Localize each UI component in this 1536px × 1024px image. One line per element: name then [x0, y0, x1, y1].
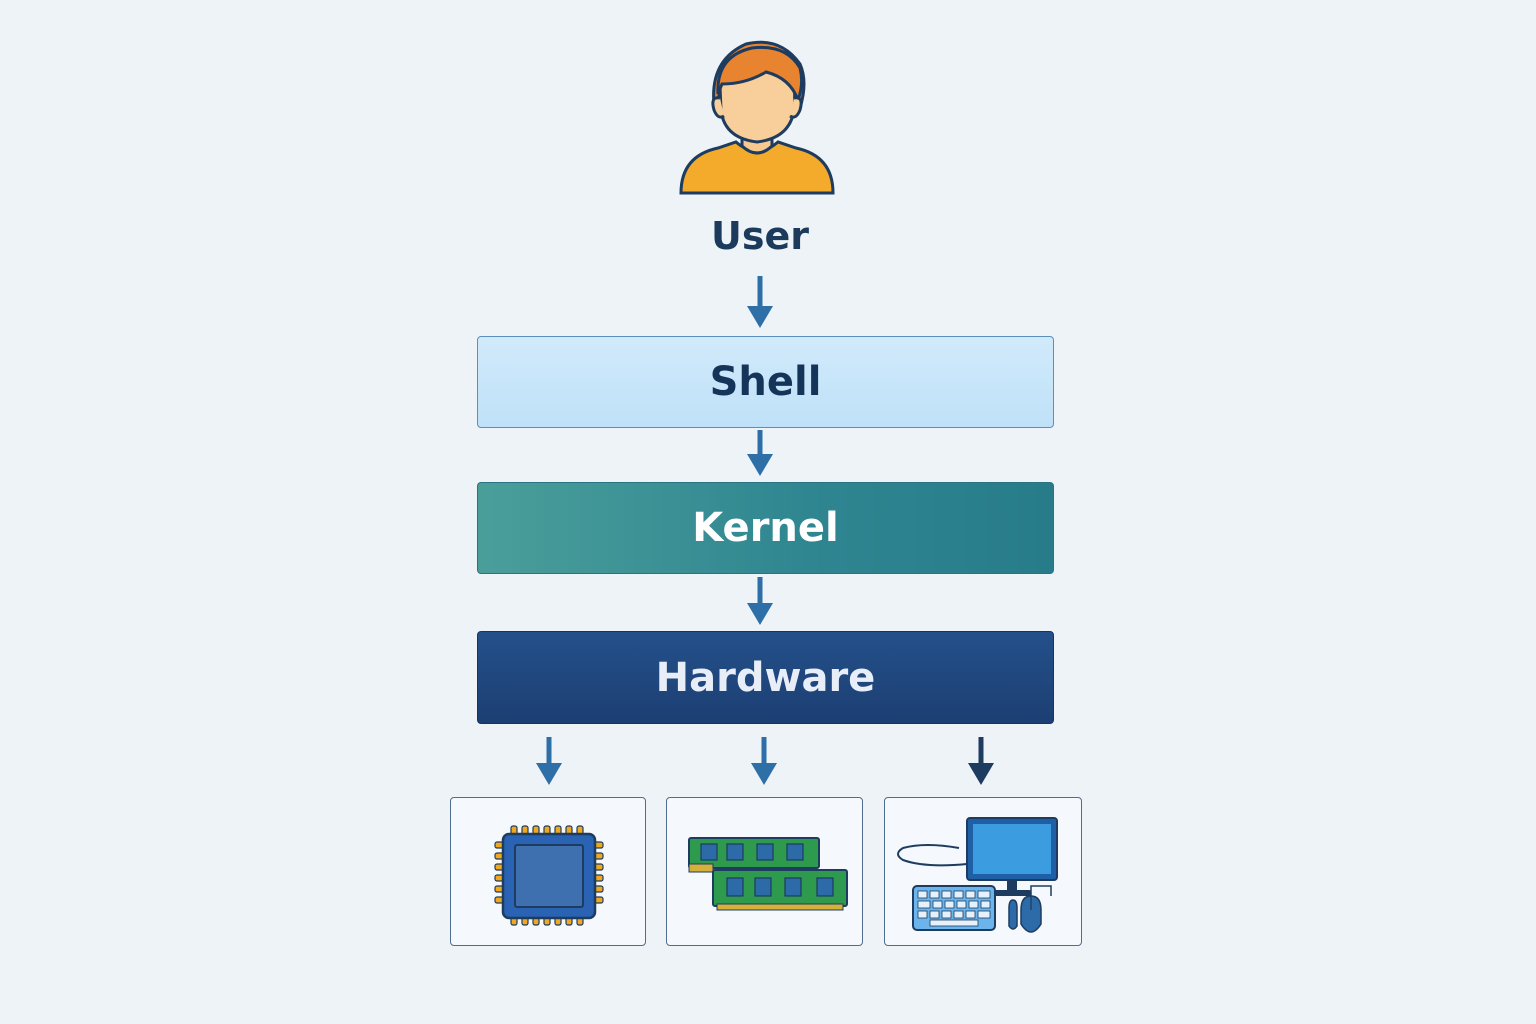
user-avatar-icon [679, 40, 835, 195]
computer-peripherals-icon [897, 817, 1058, 933]
arrow-down-icon [968, 737, 994, 785]
arrow-down-icon [747, 430, 773, 476]
shell-layer: Shell [477, 336, 1054, 428]
cpu-card [450, 797, 646, 946]
hardware-layer: Hardware [477, 631, 1054, 724]
kernel-layer: Kernel [477, 482, 1054, 574]
memory-card [666, 797, 863, 946]
user-label: User [711, 214, 809, 258]
cpu-chip-icon [494, 825, 604, 926]
ram-modules-icon [688, 837, 848, 911]
arrow-down-icon [751, 737, 777, 785]
arrow-down-icon [747, 577, 773, 625]
arrow-down-icon [747, 276, 773, 328]
peripherals-card [884, 797, 1082, 946]
arrow-down-icon [536, 737, 562, 785]
